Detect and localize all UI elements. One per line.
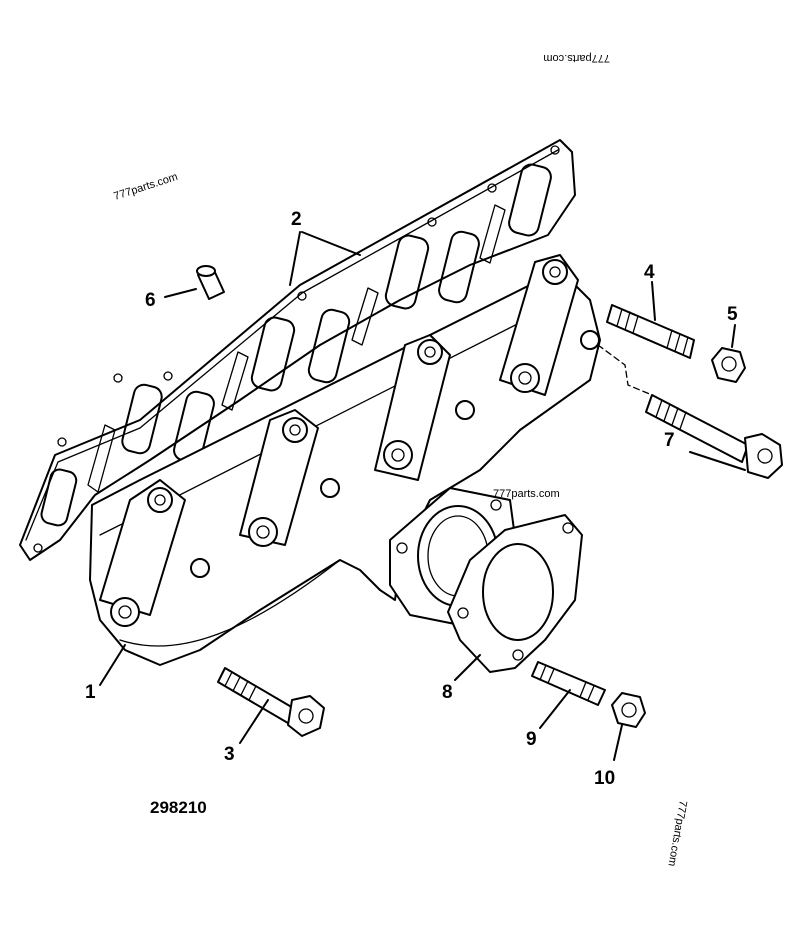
leader-lines (99, 231, 481, 686)
watermark-left: 777parts.com (112, 171, 179, 203)
nut-5-drawing (711, 324, 746, 383)
drawing-number: 298210 (150, 798, 207, 817)
stud-4-drawing (606, 281, 695, 359)
callout-5: 5 (727, 304, 738, 325)
bolt-3-drawing (217, 667, 325, 744)
bolt-7-drawing (597, 344, 783, 479)
callout-3: 3 (224, 744, 235, 765)
spacer-drawing (164, 265, 225, 300)
stud-9-drawing (531, 661, 606, 729)
nut-10-drawing (611, 692, 646, 761)
callout-10: 10 (594, 768, 615, 789)
callout-4: 4 (644, 262, 655, 283)
watermark-center: 777parts.com (493, 488, 560, 500)
callout-8: 8 (442, 682, 453, 703)
callout-9: 9 (526, 729, 537, 750)
callout-2: 2 (291, 209, 302, 230)
callout-1: 1 (85, 682, 96, 703)
callout-7: 7 (664, 430, 675, 451)
watermark-top-right: 777parts.com (543, 52, 610, 64)
watermark-bottom-right: 777parts.com (665, 799, 688, 867)
manifold-gasket-drawing (19, 139, 576, 561)
outlet-gasket-drawing (447, 514, 583, 673)
callout-6: 6 (145, 290, 156, 311)
